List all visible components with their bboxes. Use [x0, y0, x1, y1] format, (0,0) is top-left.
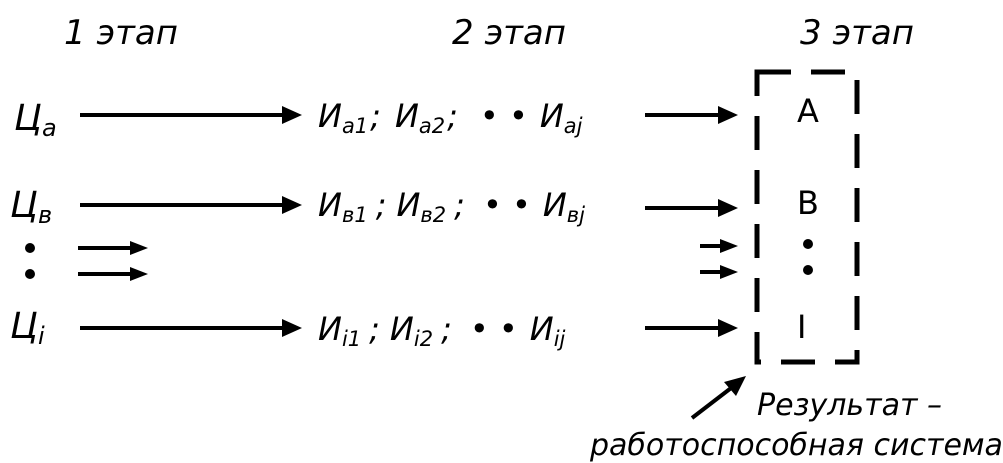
task-separator: ; [376, 186, 387, 224]
task-ellipsis: • • [470, 310, 518, 348]
task-i2-letter: И [390, 310, 414, 348]
result-pointer-arrow [690, 376, 746, 420]
task-bj-letter: И [543, 186, 567, 224]
arrow-goal-i-to-tasks [80, 319, 302, 337]
result-i: I [797, 308, 806, 346]
arrow-goal-a-to-tasks [80, 106, 302, 124]
task-b2-letter: И [396, 186, 420, 224]
goal-continuation-dot [25, 243, 35, 253]
arrow-continuation-right [700, 265, 738, 279]
task-separator: ; [369, 310, 380, 348]
goal-a-sub: a [42, 114, 57, 142]
task-b1-letter: И [318, 186, 342, 224]
task-i2-sub: i2 [414, 327, 433, 351]
goal-a: Цa [14, 98, 57, 142]
task-bj-sub: вj [567, 203, 585, 227]
result-continuation-dot [803, 265, 813, 275]
task-ij-letter: И [530, 310, 554, 348]
goal-continuation-dot [25, 269, 35, 279]
task-a2-sub: a2 [419, 114, 445, 138]
goal-b-sub: в [38, 201, 52, 229]
goal-a-letter: Ц [14, 98, 42, 139]
goal-i: Цi [10, 306, 45, 350]
arrow-tasks-i-to-result [645, 319, 738, 337]
arrow-tasks-b-to-result [645, 199, 738, 217]
task-separator: ; [454, 186, 465, 224]
task-b2-sub: в2 [420, 203, 446, 227]
result-system-box [754, 69, 860, 365]
task-a1-sub: a1 [342, 114, 368, 138]
task-ellipsis: • • [483, 186, 531, 224]
tasks-row-i: Иi1; Иi2; • • Иij [318, 310, 566, 351]
result-b: B [797, 184, 819, 222]
task-separator: ; [447, 97, 458, 135]
arrow-continuation-left [78, 241, 148, 255]
goal-i-letter: Ц [10, 306, 38, 347]
arrow-tasks-a-to-result [645, 106, 738, 124]
arrow-goal-b-to-tasks [80, 196, 302, 214]
task-ij-sub: ij [554, 327, 566, 351]
result-continuation-dot [803, 239, 813, 249]
task-a1-letter: И [318, 97, 342, 135]
goal-i-sub: i [38, 322, 45, 350]
task-separator: ; [441, 310, 452, 348]
task-i1-letter: И [318, 310, 342, 348]
task-aj-letter: И [540, 97, 564, 135]
task-a2-letter: И [395, 97, 419, 135]
task-separator: ; [370, 97, 381, 135]
result-note-line2: работоспособная система [589, 428, 1003, 463]
stage-2-header: 2 этап [452, 13, 566, 53]
goal-b-letter: Ц [10, 185, 38, 226]
result-note-line1: Результат – [757, 388, 942, 423]
task-i1-sub: i1 [342, 327, 361, 351]
arrow-continuation-left [78, 267, 148, 281]
goal-b: Цв [10, 185, 52, 229]
tasks-row-b: Ив1;Ив2;• •Ивj [318, 186, 585, 227]
task-b1-sub: в1 [342, 203, 368, 227]
task-ellipsis: • • [480, 97, 528, 135]
task-aj-sub: aj [564, 114, 583, 138]
stage-1-header: 1 этап [64, 13, 178, 53]
stage-3-header: 3 этап [800, 13, 914, 53]
tasks-row-a: Иa1; Иa2; • • Иaj [318, 97, 583, 138]
arrow-continuation-right [700, 239, 738, 253]
result-a: A [797, 92, 819, 130]
